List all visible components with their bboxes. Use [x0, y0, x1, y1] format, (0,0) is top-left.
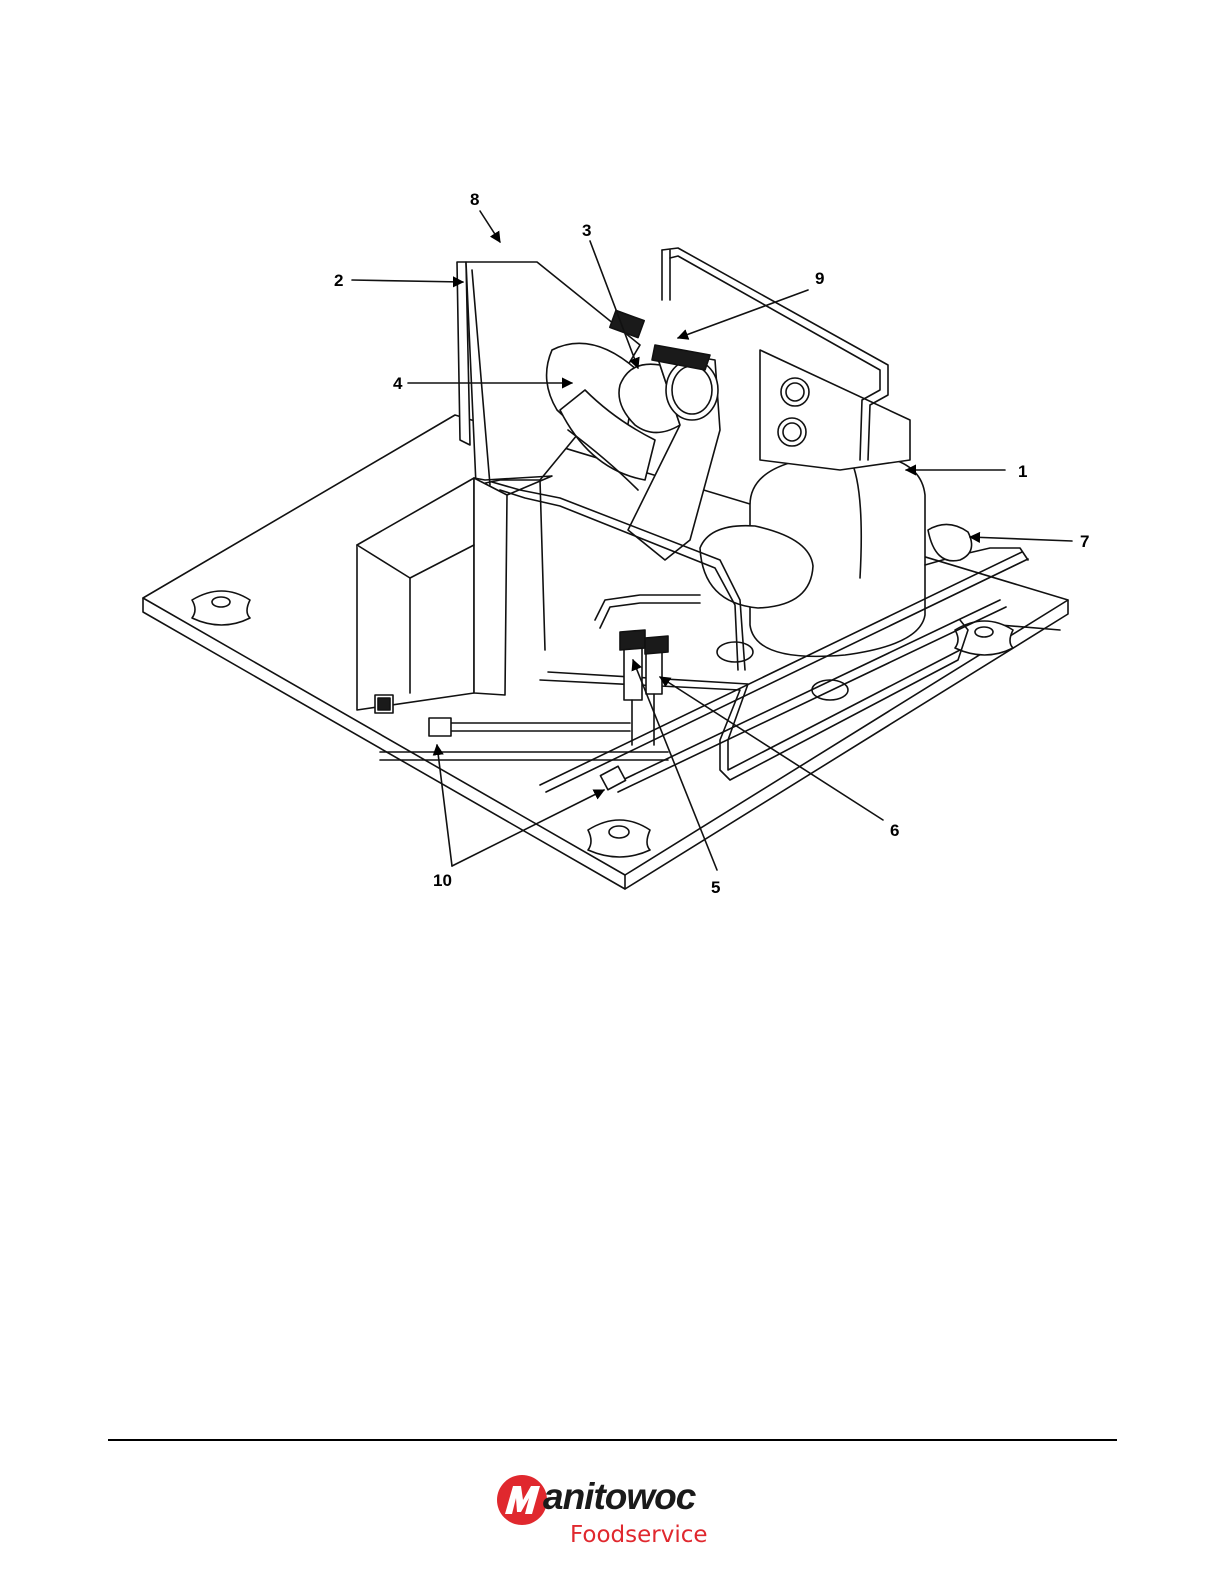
refrigeration-assembly-diagram: 1 2 3 4 5 6 7 8 9 10 — [0, 0, 1225, 940]
callout-9: 9 — [815, 269, 824, 288]
callout-5: 5 — [711, 878, 720, 897]
logo-wordmark: anitowoc — [543, 1476, 695, 1518]
footer-rule — [108, 1439, 1117, 1441]
manitowoc-m-logo-icon — [496, 1474, 548, 1526]
mounting-foot — [192, 591, 250, 625]
base-plate — [143, 415, 1068, 889]
drier — [928, 524, 972, 560]
callout-10: 10 — [433, 871, 452, 890]
callout-2: 2 — [334, 271, 343, 290]
callout-4: 4 — [393, 374, 403, 393]
callout-6: 6 — [890, 821, 899, 840]
callout-7: 7 — [1080, 532, 1089, 551]
callout-3: 3 — [582, 221, 591, 240]
mounting-foot — [955, 621, 1013, 655]
logo-subtitle: Foodservice — [570, 1522, 708, 1548]
mounting-foot — [588, 820, 650, 857]
callout-1: 1 — [1018, 462, 1027, 481]
manitowoc-logo: anitowoc Foodservice — [490, 1470, 730, 1560]
callout-8: 8 — [470, 190, 479, 209]
